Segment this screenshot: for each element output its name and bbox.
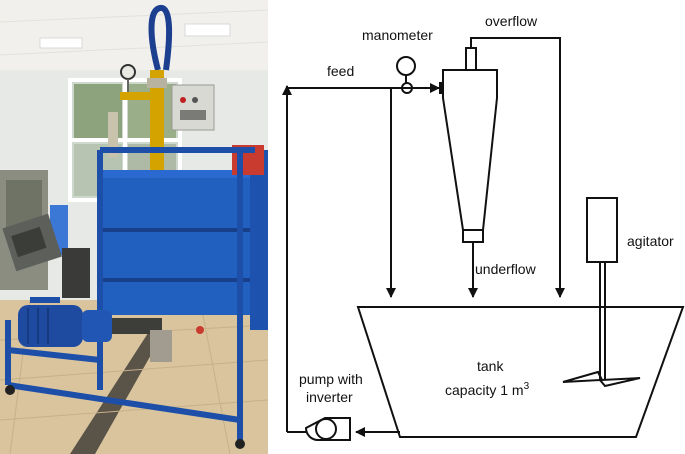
- label-underflow: underflow: [475, 261, 537, 277]
- rig-wheels: [5, 385, 245, 449]
- hydrocyclone: [439, 47, 498, 243]
- label-tank-capacity: capacity 1 m3: [445, 381, 530, 398]
- rig-pump: [18, 305, 204, 362]
- process-schematic: manometer overflow feed underflow agitat…: [282, 13, 685, 441]
- feed-line: [282, 83, 440, 432]
- label-pump: pump with: [299, 371, 363, 387]
- rig-frame: [5, 147, 255, 440]
- side-equipment: [0, 170, 90, 298]
- tank: [356, 306, 685, 438]
- rig-manometer: [120, 64, 136, 80]
- agitator: [562, 197, 641, 388]
- label-pump-inverter: inverter: [306, 389, 353, 405]
- label-manometer: manometer: [362, 27, 433, 43]
- label-overflow: overflow: [485, 13, 538, 29]
- overflow-line: [470, 37, 565, 298]
- label-feed: feed: [327, 63, 354, 79]
- floor-drain: [70, 330, 165, 454]
- rig-tank: [100, 145, 268, 330]
- label-agitator: agitator: [627, 233, 674, 249]
- ceiling-lights: [0, 9, 268, 56]
- pump-icon: [287, 417, 351, 441]
- label-tank: tank: [477, 358, 504, 374]
- rig-photo: [0, 0, 268, 454]
- control-box: [171, 84, 215, 131]
